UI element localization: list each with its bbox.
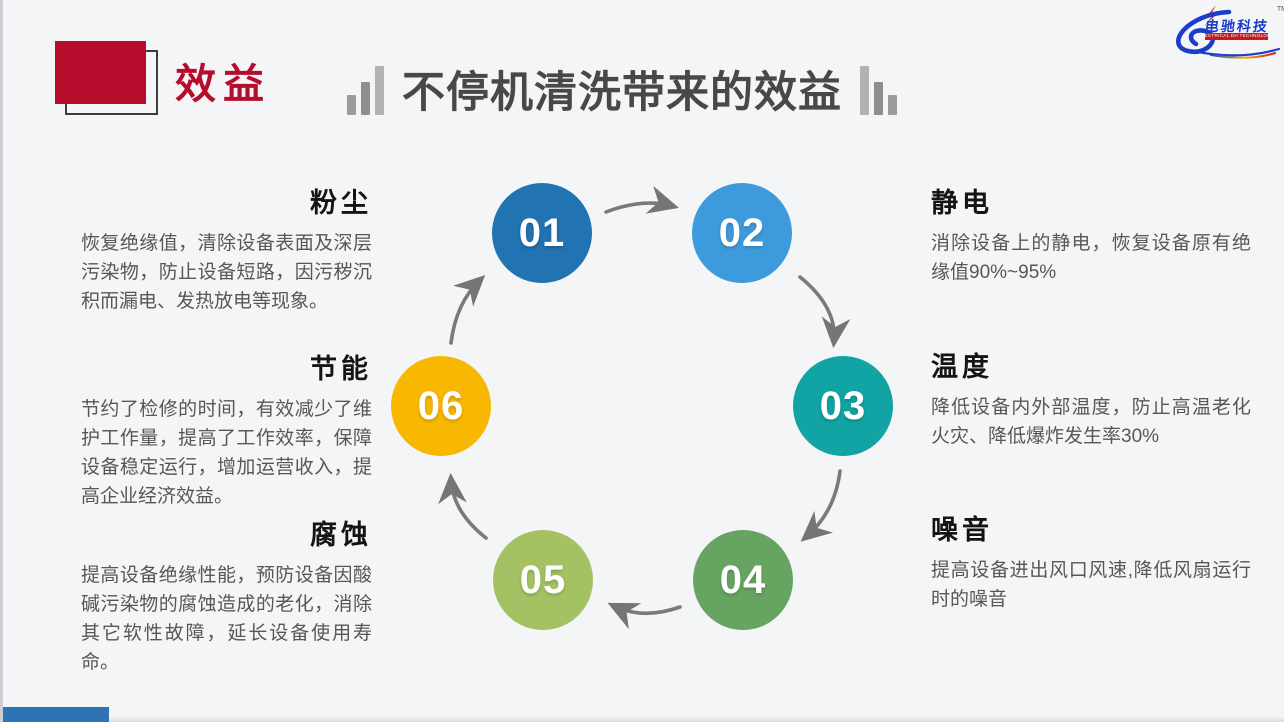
benefit-noise: 噪音 提高设备进出风口风速,降低风扇运行时的噪音 <box>931 508 1251 614</box>
arrow-01-02 <box>604 185 679 214</box>
step-circle-05: 05 <box>493 530 593 630</box>
step-circle-03: 03 <box>793 356 893 456</box>
benefit-static: 静电 消除设备上的静电，恢复设备原有绝缘值90%~95% <box>931 181 1251 287</box>
step-circle-02: 02 <box>692 183 792 283</box>
benefit-corrosion-title: 腐蚀 <box>310 520 372 550</box>
benefit-noise-desc: 提高设备进出风口风速,降低风扇运行时的噪音 <box>931 560 1251 610</box>
benefit-dust-title: 粉尘 <box>310 188 372 218</box>
logo-underline-blue <box>1191 47 1281 57</box>
step-circle-01: 01 <box>492 183 592 283</box>
step-number-05: 05 <box>519 557 567 602</box>
step-number-06: 06 <box>417 383 465 428</box>
slide-bottom-edge <box>3 716 1284 722</box>
logo-d-swoosh <box>1176 9 1232 55</box>
benefit-noise-title: 噪音 <box>931 515 993 545</box>
page-title: 不停机清洗带来的效益 <box>402 69 842 117</box>
arrow-02-03 <box>798 275 851 349</box>
arrow-03-04 <box>800 469 842 542</box>
benefit-energy-saving: 节能 节约了检修的时间，有效减少了维护工作量，提高了工作效率，保障设备稳定运行，… <box>81 347 372 511</box>
benefit-dust: 粉尘 恢复绝缘值，清除设备表面及深层污染物，防止设备短路，因污秽沉积而漏电、发热… <box>81 181 372 316</box>
bar-chart-icon-left <box>347 66 384 119</box>
bottom-accent-bar <box>3 707 109 722</box>
benefit-temperature-title: 温度 <box>931 352 993 382</box>
benefit-temperature: 温度 降低设备内外部温度，防止高温老化火灾、降低爆炸发生率30% <box>931 345 1251 451</box>
page-title-group: 不停机清洗带来的效益 <box>347 66 897 119</box>
benefit-static-desc: 消除设备上的静电，恢复设备原有绝缘值90%~95% <box>931 233 1251 283</box>
step-circle-06: 06 <box>391 356 491 456</box>
benefit-dust-desc: 恢复绝缘值，清除设备表面及深层污染物，防止设备短路，因污秽沉积而漏电、发热放电等… <box>81 233 372 312</box>
brand-logo: 电驰科技 ELECTRICAL DH TECHNOLOGY TM <box>1159 5 1284 59</box>
step-number-01: 01 <box>518 210 566 255</box>
step-number-02: 02 <box>718 210 766 255</box>
benefit-energy-title: 节能 <box>310 354 372 384</box>
step-number-03: 03 <box>819 383 867 428</box>
bar-chart-icon-right <box>860 66 897 119</box>
logo-underline-multicolor <box>1210 52 1276 59</box>
step-number-04: 04 <box>719 557 767 602</box>
step-circle-04: 04 <box>693 530 793 630</box>
benefit-corrosion: 腐蚀 提高设备绝缘性能，预防设备因酸碱污染物的腐蚀造成的老化，消除其它软性故障，… <box>81 513 372 677</box>
logo-swoosh-graphic <box>1176 5 1281 59</box>
trademark-symbol: TM <box>1276 6 1284 13</box>
arrow-05-06 <box>438 472 488 540</box>
logo-subtitle-text: ELECTRICAL DH TECHNOLOGY <box>1205 33 1268 39</box>
badge-red-square <box>55 41 146 104</box>
arrow-06-01 <box>449 275 486 345</box>
benefit-corrosion-desc: 提高设备绝缘性能，预防设备因酸碱污染物的腐蚀造成的老化，消除其它软性故障，延长设… <box>81 565 372 673</box>
benefit-temperature-desc: 降低设备内外部温度，防止高温老化火灾、降低爆炸发生率30% <box>931 397 1251 447</box>
logo-red-strip: ELECTRICAL DH TECHNOLOGY <box>1205 33 1268 40</box>
benefit-energy-desc: 节约了检修的时间，有效减少了维护工作量，提高了工作效率，保障设备稳定运行，增加运… <box>81 399 372 507</box>
section-label: 效益 <box>175 61 271 107</box>
arrow-04-05 <box>607 602 682 630</box>
benefit-static-title: 静电 <box>931 188 993 218</box>
